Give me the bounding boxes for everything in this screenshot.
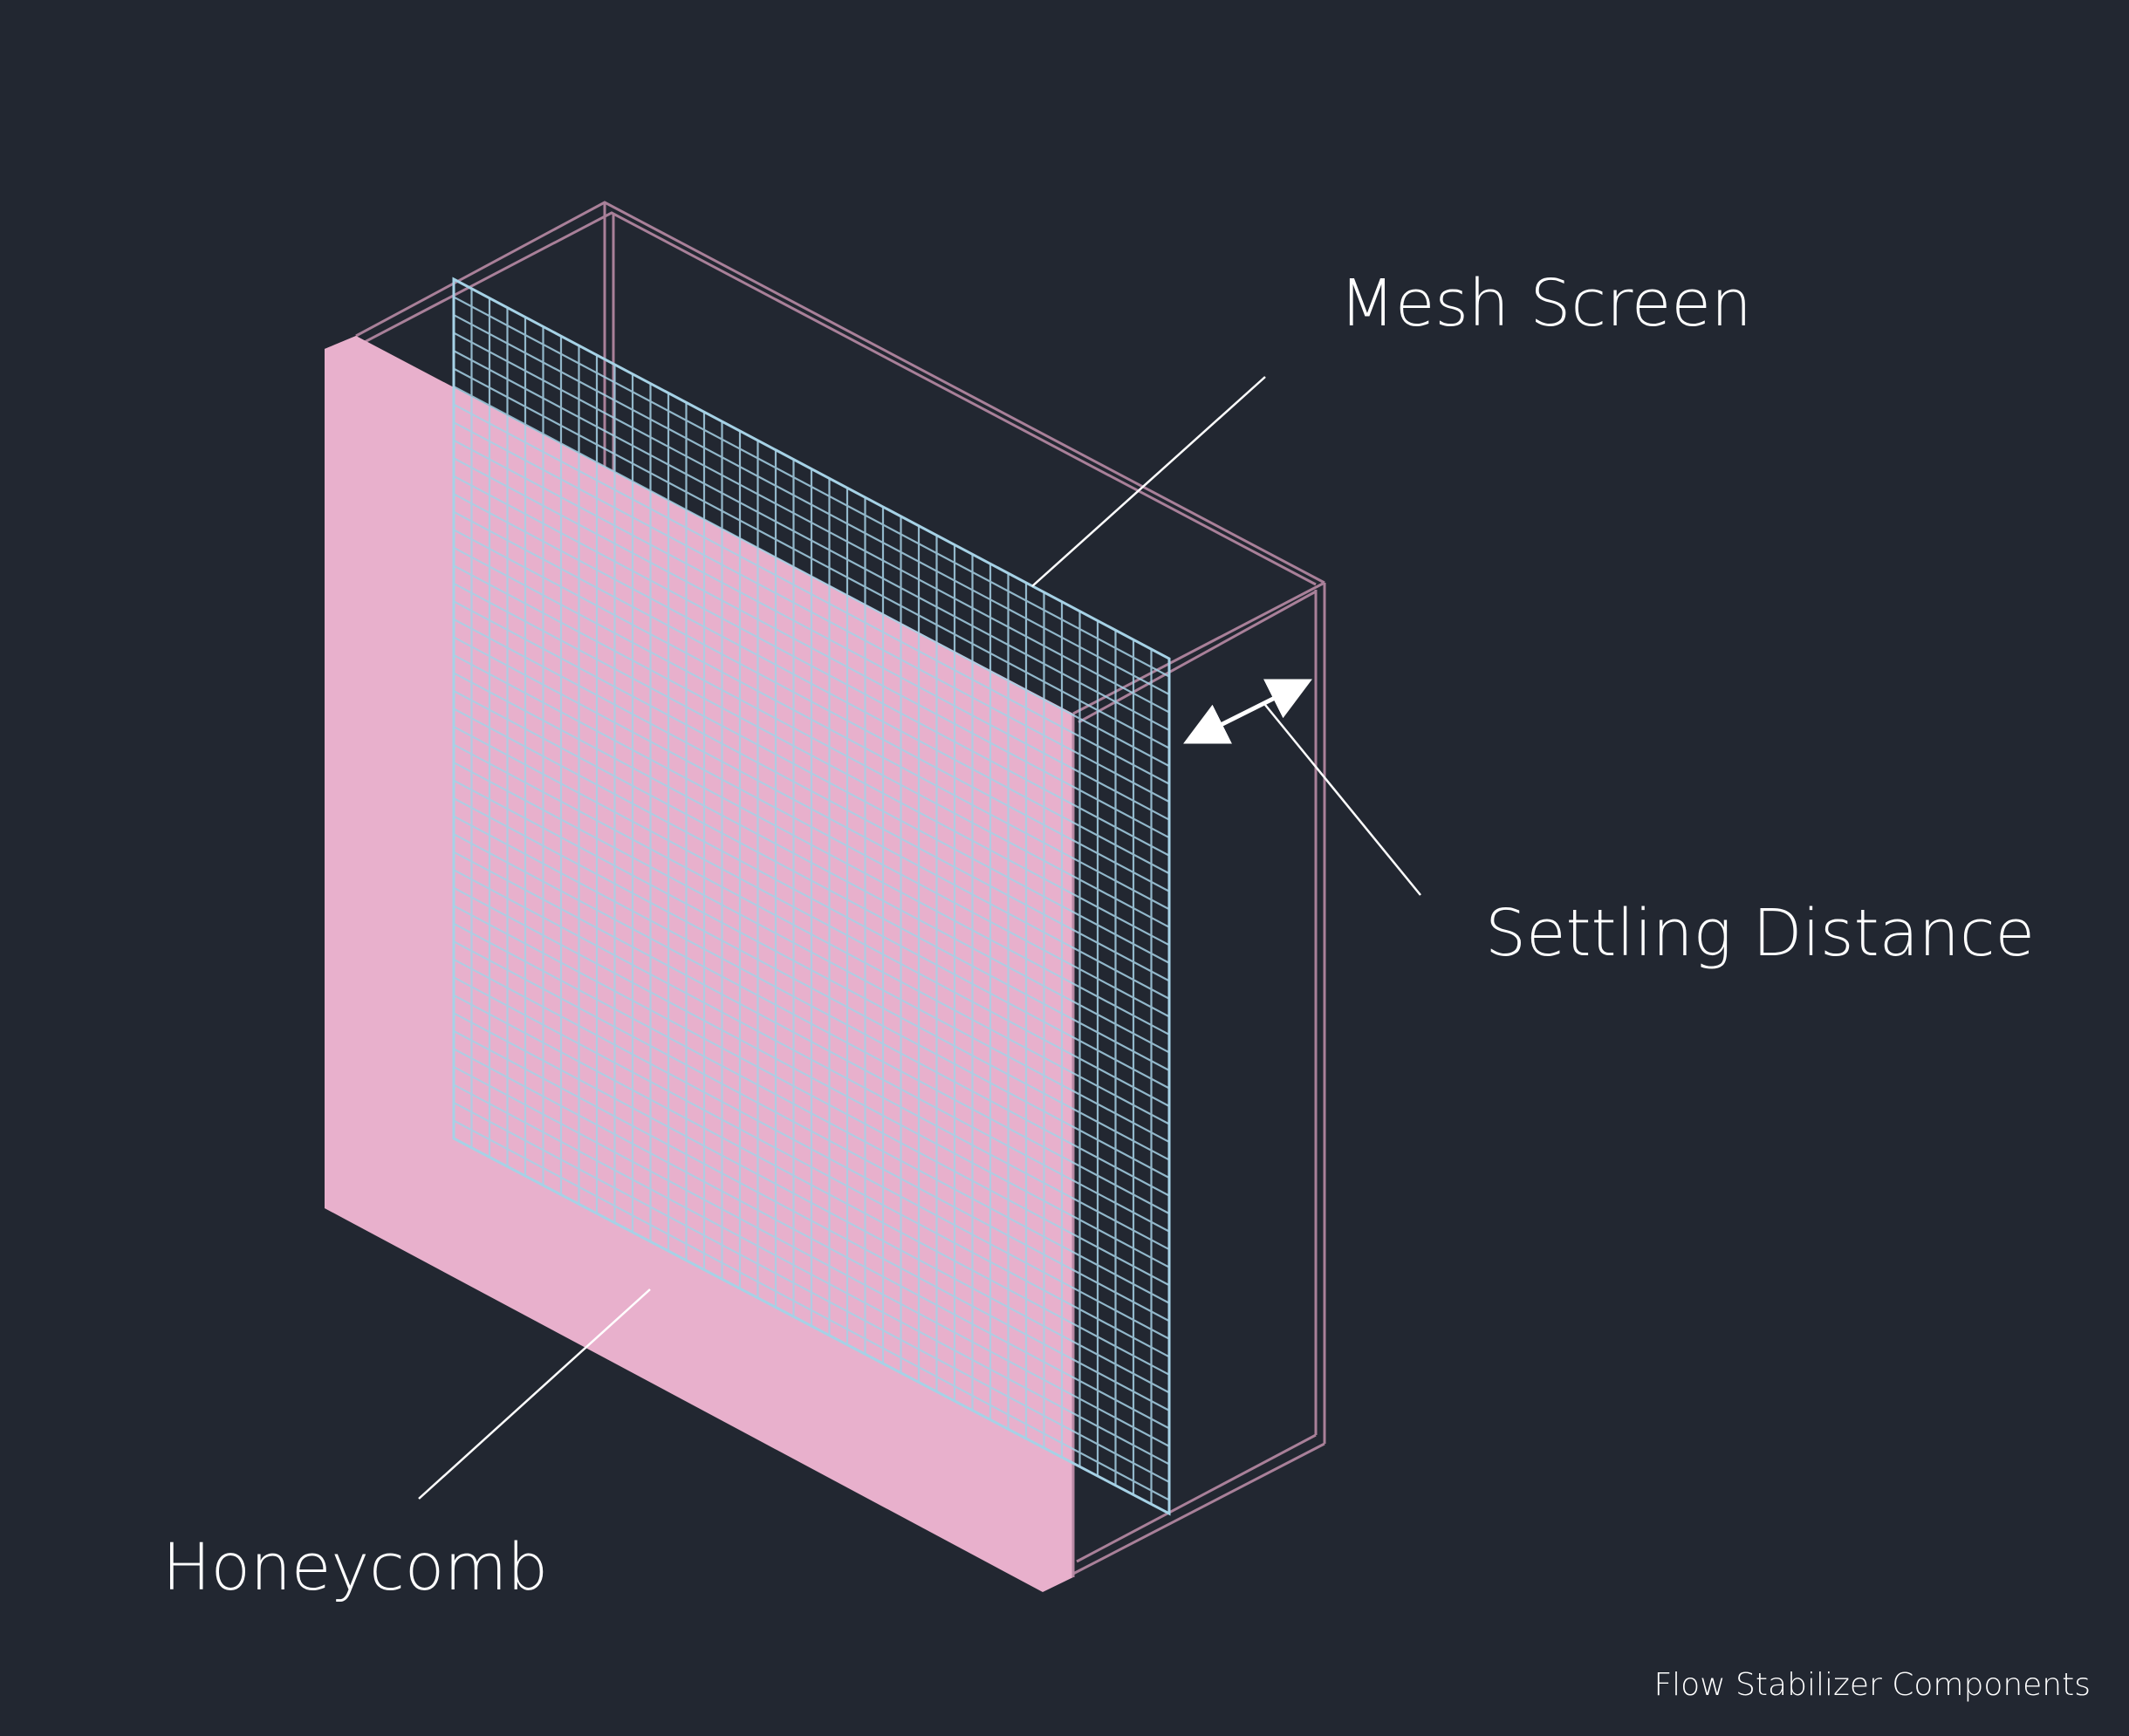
mesh-horizontal-line <box>454 743 1169 1125</box>
mesh-horizontal-line <box>454 350 1169 732</box>
mesh-horizontal-line <box>454 1119 1169 1501</box>
mesh-horizontal-line <box>454 797 1169 1179</box>
mesh-horizontal-line <box>454 1083 1169 1466</box>
mesh-horizontal-line <box>454 833 1169 1215</box>
mesh-horizontal-line <box>454 1065 1169 1447</box>
mesh-horizontal-line <box>454 331 1169 714</box>
mesh-horizontal-line <box>454 726 1169 1107</box>
mesh-horizontal-line <box>454 905 1169 1287</box>
mesh-screen-label: Mesh Screen <box>1339 266 1752 341</box>
mesh-horizontal-line <box>454 439 1169 821</box>
mesh-horizontal-line <box>454 546 1169 928</box>
frame-back-edges <box>355 201 1326 1576</box>
mesh-horizontal-line <box>454 457 1169 839</box>
mesh-horizontal-line <box>454 600 1169 982</box>
settling-distance-leader-line <box>1264 704 1421 896</box>
honeycomb-leader-line <box>418 1288 651 1500</box>
mesh-horizontal-line <box>454 1012 1169 1394</box>
mesh-horizontal-line <box>454 886 1169 1268</box>
settling-distance-arrow <box>1183 679 1312 744</box>
mesh-horizontal-line <box>454 421 1169 803</box>
mesh-horizontal-line <box>454 296 1169 678</box>
mesh-horizontal-line <box>454 564 1169 947</box>
mesh-horizontal-line <box>454 636 1169 1018</box>
mesh-horizontal-line <box>454 672 1169 1054</box>
mesh-horizontal-line <box>454 869 1169 1251</box>
mesh-horizontal-line <box>454 1029 1169 1411</box>
mesh-horizontal-line <box>454 851 1169 1233</box>
mesh-horizontal-line <box>454 653 1169 1035</box>
mesh-horizontal-line <box>454 690 1169 1071</box>
mesh-horizontal-line <box>454 1048 1169 1430</box>
mesh-screen-grid <box>454 288 1169 1509</box>
mesh-screen <box>452 277 1171 1516</box>
mesh-horizontal-line <box>454 958 1169 1340</box>
mesh-horizontal-line <box>454 367 1169 749</box>
mesh-horizontal-line <box>454 922 1169 1304</box>
mesh-horizontal-line <box>454 762 1169 1144</box>
mesh-horizontal-line <box>454 314 1169 696</box>
mesh-screen-leader-line <box>1031 376 1266 587</box>
mesh-horizontal-line <box>454 493 1169 875</box>
honeycomb-label: Honeycomb <box>162 1530 548 1605</box>
mesh-horizontal-line <box>454 529 1169 911</box>
mesh-horizontal-line <box>454 1101 1169 1483</box>
settling-distance-label: Settling Distance <box>1485 896 2035 971</box>
mesh-horizontal-line <box>454 779 1169 1161</box>
mesh-horizontal-line <box>454 940 1169 1323</box>
caption: Flow Stabilizer Components <box>1653 1667 2091 1703</box>
mesh-horizontal-line <box>454 618 1169 1000</box>
mesh-horizontal-line <box>454 994 1169 1376</box>
mesh-horizontal-line <box>454 582 1169 964</box>
mesh-horizontal-line <box>454 976 1169 1358</box>
mesh-horizontal-line <box>454 403 1169 785</box>
mesh-horizontal-line <box>454 815 1169 1197</box>
mesh-horizontal-line <box>454 707 1169 1090</box>
mesh-horizontal-line <box>454 510 1169 892</box>
leader-lines <box>418 376 1421 1500</box>
mesh-horizontal-line <box>454 386 1169 768</box>
mesh-horizontal-line <box>454 475 1169 857</box>
